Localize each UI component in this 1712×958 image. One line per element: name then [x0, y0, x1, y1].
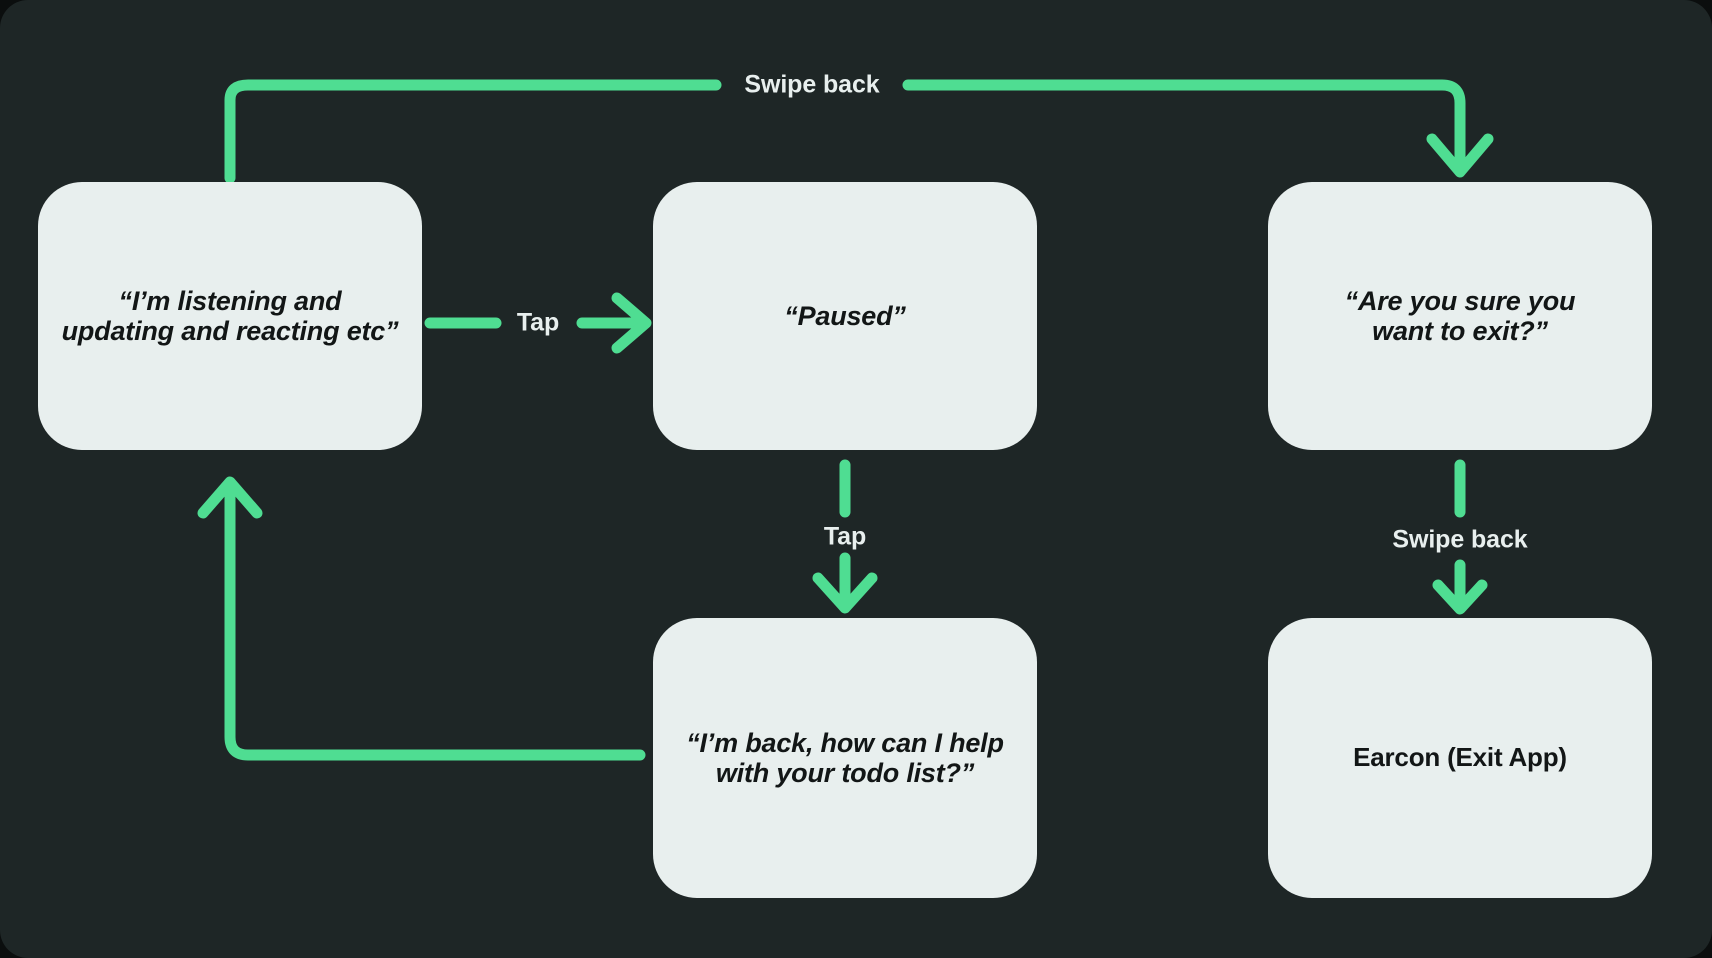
edge-label-swipe-back-right: Swipe back	[1392, 525, 1528, 554]
edge-confirm-to-earcon-arrowhead	[1432, 579, 1488, 615]
node-confirm-exit[interactable]: “Are you sure you want to exit?”	[1268, 182, 1652, 450]
edge-label-tap-horizontal: Tap	[516, 308, 560, 337]
edge-listening-to-paused-arrowhead	[611, 292, 652, 354]
node-earcon-label: Earcon (Exit App)	[1353, 742, 1567, 773]
node-paused[interactable]: “Paused”	[653, 182, 1037, 450]
edge-label-swipe-back-top: Swipe back	[744, 70, 880, 99]
edge-imback-to-listening-line	[224, 484, 646, 761]
node-paused-label: “Paused”	[784, 300, 906, 331]
node-confirm-exit-label: “Are you sure you want to exit?”	[1344, 285, 1576, 346]
edge-paused-to-imback-arrowhead	[812, 572, 878, 614]
node-im-back-label: “I’m back, how can I help with your todo…	[686, 727, 1004, 788]
edge-imback-to-listening-arrowhead	[197, 476, 263, 519]
node-listening-label: “I’m listening and updating and reacting…	[61, 285, 399, 346]
edge-listening-to-confirm-line	[224, 79, 722, 184]
edge-listening-to-confirm-line-right	[902, 79, 1466, 166]
node-earcon[interactable]: Earcon (Exit App)	[1268, 618, 1652, 898]
edge-label-tap-vertical: Tap	[823, 522, 867, 551]
node-listening[interactable]: “I’m listening and updating and reacting…	[38, 182, 422, 450]
node-im-back[interactable]: “I’m back, how can I help with your todo…	[653, 618, 1037, 898]
edge-listening-to-confirm-arrowhead	[1426, 133, 1494, 178]
